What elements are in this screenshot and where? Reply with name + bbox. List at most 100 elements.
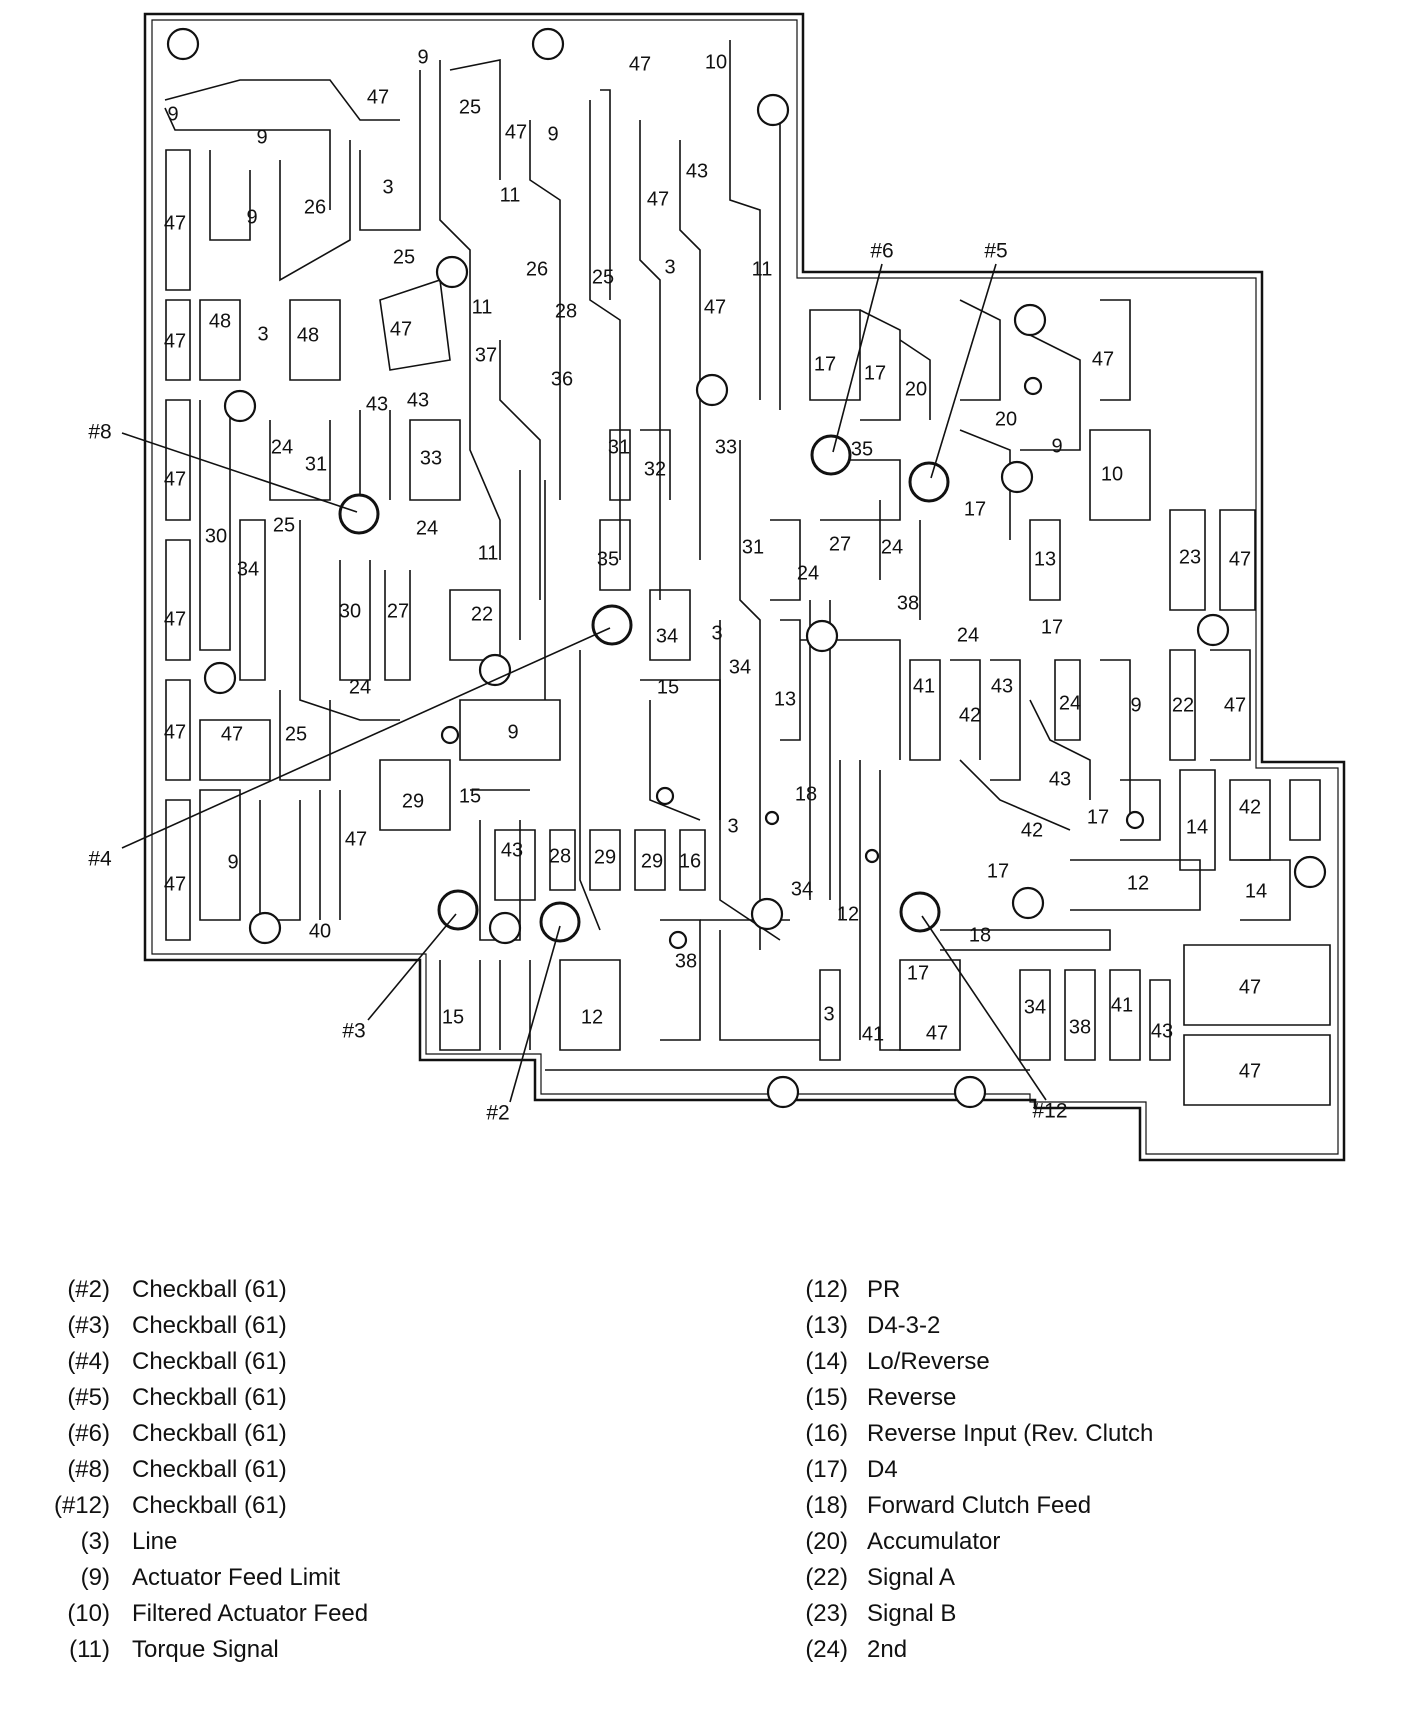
legend-description: Torque Signal bbox=[132, 1636, 279, 1663]
circuit-label-12: 12 bbox=[837, 903, 859, 925]
legend-description: Signal A bbox=[867, 1564, 956, 1591]
circuit-label-34: 34 bbox=[656, 625, 678, 647]
circuit-label-31: 31 bbox=[608, 436, 630, 458]
circuit-label-25: 25 bbox=[285, 723, 307, 745]
legend-row: (18)Forward Clutch Feed bbox=[770, 1488, 1370, 1524]
circuit-label-9: 9 bbox=[547, 123, 558, 145]
circuit-label-43: 43 bbox=[686, 160, 708, 182]
legend-number: (11) bbox=[69, 1636, 110, 1663]
legend-description: D4 bbox=[867, 1456, 898, 1483]
valve-body-diagram: 9472547947109943326947114725262531148348… bbox=[88, 12, 1346, 1162]
circuit-label-33: 33 bbox=[420, 447, 442, 469]
circuit-label-47: 47 bbox=[1092, 348, 1114, 370]
circuit-label-27: 27 bbox=[387, 600, 409, 622]
legend-row: (14)Lo/Reverse bbox=[770, 1344, 1370, 1380]
circuit-label-47: 47 bbox=[164, 330, 186, 352]
circuit-label-38: 38 bbox=[675, 950, 697, 972]
legend-row: (22)Signal A bbox=[770, 1560, 1370, 1596]
circuit-label-37: 37 bbox=[475, 344, 497, 366]
circuit-label-26: 26 bbox=[304, 196, 326, 218]
legend-row: (11) Torque Signal bbox=[30, 1632, 590, 1668]
legend-number: (24) bbox=[805, 1636, 848, 1663]
circuit-label-42: 42 bbox=[959, 704, 981, 726]
circuit-label-47: 47 bbox=[164, 608, 186, 630]
legend-row: (#4)Checkball (61) bbox=[30, 1344, 590, 1380]
bolt-holes bbox=[166, 27, 1327, 1109]
legend-number: (14) bbox=[805, 1348, 848, 1375]
legend-row: (23)Signal B bbox=[770, 1596, 1370, 1632]
legend-number: (16) bbox=[805, 1420, 848, 1447]
circuit-label-20: 20 bbox=[905, 378, 927, 400]
circuit-label-14: 14 bbox=[1245, 880, 1267, 902]
circuit-label-9: 9 bbox=[1051, 435, 1062, 457]
fluid-channels bbox=[164, 40, 1331, 1106]
checkball-2-ball bbox=[539, 901, 581, 943]
legend-description: Accumulator bbox=[867, 1528, 1001, 1555]
circuit-label-14: 14 bbox=[1186, 816, 1208, 838]
circuit-label-25: 25 bbox=[592, 266, 614, 288]
legend-row: (20)Accumulator bbox=[770, 1524, 1370, 1560]
circuit-label-47: 47 bbox=[1229, 548, 1251, 570]
legend-description: PR bbox=[867, 1276, 901, 1303]
legend-row: (#2)Checkball (61) bbox=[30, 1272, 590, 1308]
circuit-label-43: 43 bbox=[991, 675, 1013, 697]
leader-lines bbox=[121, 263, 1047, 1103]
legend-row: (12)PR bbox=[770, 1272, 1370, 1308]
circuit-label-22: 22 bbox=[1172, 694, 1194, 716]
circuit-label-17: 17 bbox=[964, 498, 986, 520]
circuit-label-25: 25 bbox=[459, 96, 481, 118]
circuit-label-47: 47 bbox=[221, 723, 243, 745]
checkball-3-ball bbox=[437, 889, 479, 931]
circuit-label-9: 9 bbox=[246, 206, 257, 228]
circuit-label-13: 13 bbox=[1034, 548, 1056, 570]
circuit-label-22: 22 bbox=[471, 603, 493, 625]
circuit-label-17: 17 bbox=[1087, 806, 1109, 828]
legend-description: Checkball (61) bbox=[132, 1384, 287, 1411]
circuit-label-27: 27 bbox=[829, 533, 851, 555]
circuit-label-26: 26 bbox=[526, 258, 548, 280]
circuit-label-35: 35 bbox=[597, 548, 619, 570]
legend-row: (15) Reverse bbox=[770, 1380, 1370, 1416]
legend-number: (#12) bbox=[53, 1492, 110, 1519]
legend-description: Reverse bbox=[867, 1384, 957, 1411]
circuit-label-42: 42 bbox=[1239, 796, 1261, 818]
circuit-label-3: 3 bbox=[257, 323, 268, 345]
legend-row: (16) Reverse Input (Rev. Clutch bbox=[770, 1416, 1370, 1452]
legend-row: (#6)Checkball (61) bbox=[30, 1416, 590, 1452]
checkball-callout-8: #8 bbox=[88, 421, 111, 444]
circuit-label-30: 30 bbox=[339, 600, 361, 622]
legend-number: (18) bbox=[805, 1492, 848, 1519]
circuit-label-28: 28 bbox=[555, 300, 577, 322]
circuit-label-24: 24 bbox=[881, 536, 903, 558]
circuit-label-40: 40 bbox=[309, 920, 331, 942]
circuit-label-36: 36 bbox=[551, 368, 573, 390]
circuit-label-32: 32 bbox=[644, 458, 666, 480]
checkball-4-ball bbox=[591, 604, 633, 646]
circuit-label-47: 47 bbox=[345, 828, 367, 850]
circuit-label-33: 33 bbox=[715, 436, 737, 458]
circuit-label-47: 47 bbox=[164, 873, 186, 895]
legend-row: (17)D4 bbox=[770, 1452, 1370, 1488]
circuit-label-11: 11 bbox=[752, 258, 773, 280]
circuit-label-43: 43 bbox=[407, 389, 429, 411]
circuit-label-47: 47 bbox=[164, 721, 186, 743]
legend-description: Signal B bbox=[867, 1600, 957, 1627]
circuit-label-24: 24 bbox=[416, 517, 438, 539]
circuit-label-29: 29 bbox=[402, 790, 424, 812]
legend-number: (15) bbox=[805, 1384, 848, 1411]
checkball-callout-5: #5 bbox=[984, 240, 1007, 263]
circuit-label-47: 47 bbox=[926, 1022, 948, 1044]
circuit-label-10: 10 bbox=[1101, 463, 1123, 485]
circuit-label-41: 41 bbox=[862, 1023, 884, 1045]
legend-right-column: (12)PR(13)D4-3-2(14)Lo/Reverse(15)Revers… bbox=[770, 1272, 1370, 1668]
circuit-label-17: 17 bbox=[907, 962, 929, 984]
circuit-label-31: 31 bbox=[305, 453, 327, 475]
circuit-label-48: 48 bbox=[209, 310, 231, 332]
circuit-label-25: 25 bbox=[393, 246, 415, 268]
circuit-label-47: 47 bbox=[505, 121, 527, 143]
legend-description: Reverse Input (Rev. Clutch bbox=[867, 1420, 1154, 1447]
legend-description: Line bbox=[132, 1528, 178, 1555]
legend-number: (9) bbox=[80, 1564, 110, 1591]
circuit-label-43: 43 bbox=[366, 393, 388, 415]
circuit-label-47: 47 bbox=[164, 212, 186, 234]
